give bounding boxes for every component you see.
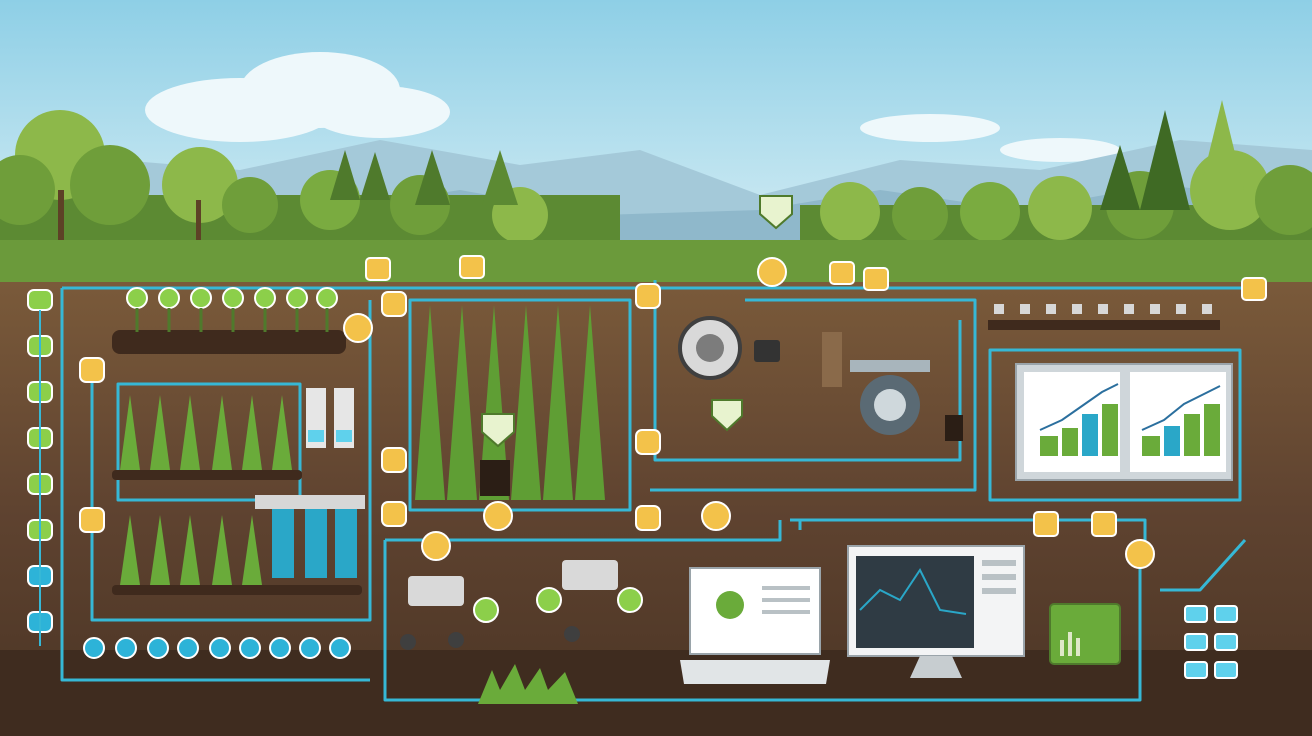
clouds	[145, 52, 1120, 162]
field-machines	[400, 560, 643, 650]
leaf-badge-icon	[481, 195, 793, 448]
left-sensor-column	[27, 289, 53, 646]
gear-icon	[678, 316, 842, 387]
yellow-nodes	[79, 255, 1267, 569]
sensor-node-icon[interactable]	[27, 289, 53, 311]
sensor-label-strip	[988, 304, 1220, 330]
laptop-icon	[680, 567, 830, 684]
control-nodes	[1184, 605, 1238, 679]
tall-crop-field	[415, 305, 605, 500]
water-tank-icon	[255, 388, 365, 578]
seedling-tray	[112, 287, 346, 354]
grass-tuft	[478, 664, 578, 704]
bottom-sensor-row	[83, 637, 351, 659]
drone-icon	[850, 360, 963, 441]
grass-field	[0, 240, 1312, 285]
tablet-icon	[1049, 603, 1121, 665]
crop-rows-left	[112, 395, 362, 595]
chart-icon	[1015, 363, 1233, 481]
monitor-icon	[847, 545, 1025, 678]
